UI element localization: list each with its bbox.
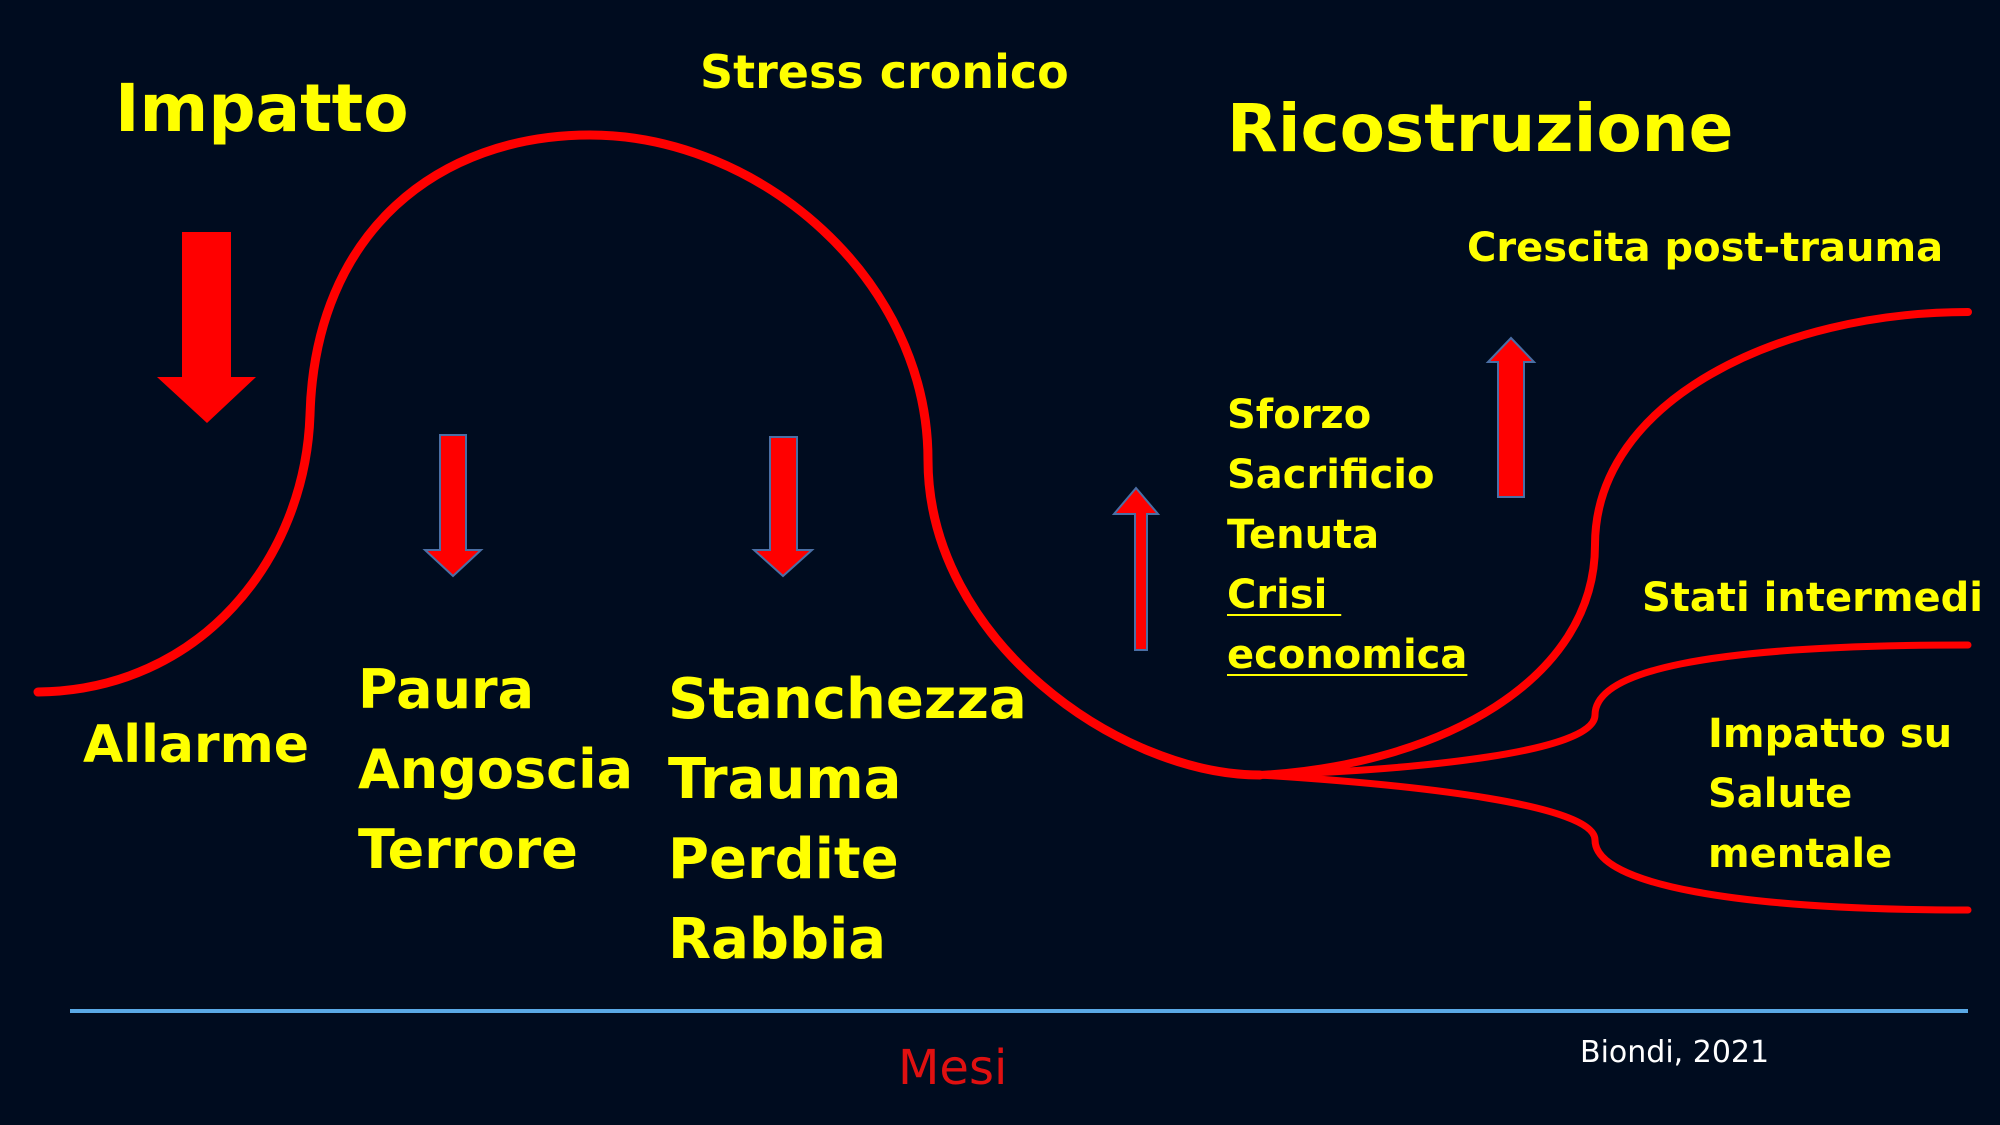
impact-down-arrow-icon [157, 232, 256, 423]
intermediate-branch-curve [1256, 641, 1972, 779]
sforzo-item: Sforzo [1227, 392, 1372, 438]
stanchezza-item: Stanchezza [668, 667, 1027, 732]
impatto-salute-list: Impatto su Salute mentale [1708, 704, 1952, 884]
fear-down-arrow-icon [422, 434, 484, 578]
credit-label: Biondi, 2021 [1580, 1035, 1770, 1070]
recovery-up-arrow-icon [1111, 486, 1161, 651]
angoscia-item: Angoscia [358, 738, 634, 801]
rabbia-item: Rabbia [668, 907, 887, 972]
tenuta-item: Tenuta [1227, 512, 1380, 558]
trauma-item: Trauma [668, 747, 902, 812]
fatigue-down-arrow-icon [751, 436, 815, 578]
stanchezza-list: Stanchezza Trauma Perdite Rabbia [668, 660, 1027, 980]
ricostruzione-label: Ricostruzione [1227, 90, 1734, 167]
mesi-axis-label: Mesi [898, 1040, 1008, 1096]
paura-list: Paura Angoscia Terrore [358, 650, 633, 890]
mentale-item: mentale [1708, 831, 1893, 877]
paura-item: Paura [358, 658, 535, 721]
main-stress-curve [33, 130, 1265, 780]
sforzo-list: Sforzo Sacrificio Tenuta Crisi economica [1227, 385, 1467, 685]
mental-health-branch-curve [1256, 771, 1972, 914]
crisi-item: Crisi [1227, 572, 1342, 618]
growth-up-arrow-icon [1485, 336, 1537, 498]
perdite-item: Perdite [668, 827, 899, 892]
growth-branch-curve [1256, 308, 1972, 779]
terrore-item: Terrore [358, 818, 578, 881]
salute-item: Salute [1708, 771, 1853, 817]
impatto-label: Impatto [115, 70, 409, 147]
impatto-su-item: Impatto su [1708, 711, 1953, 757]
sacrificio-item: Sacrificio [1227, 452, 1435, 498]
allarme-label: Allarme [83, 715, 310, 775]
stati-intermedi-label: Stati intermedi [1642, 575, 1983, 621]
stress-cronico-label: Stress cronico [700, 45, 1069, 99]
crescita-post-trauma-label: Crescita post-trauma [1467, 225, 1944, 271]
economica-item: economica [1227, 632, 1468, 678]
